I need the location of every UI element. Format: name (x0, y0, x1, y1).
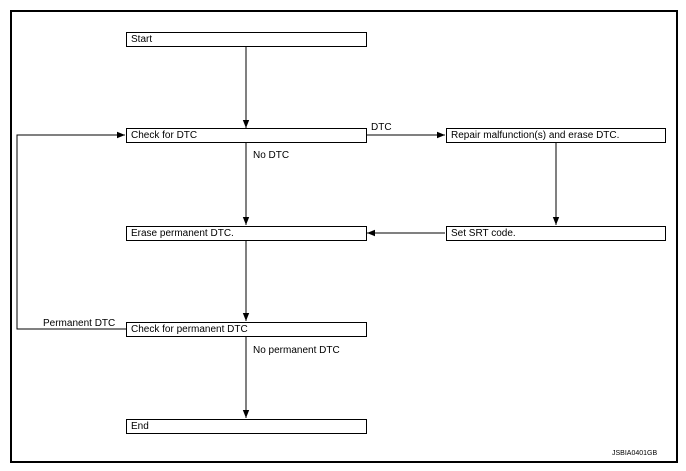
label-no-permanent-dtc: No permanent DTC (253, 345, 340, 356)
erase-permanent-box: Erase permanent DTC. (126, 226, 367, 241)
arrow-loop-back-to-check (16, 131, 126, 330)
check-dtc-box: Check for DTC (126, 128, 367, 143)
label-no-dtc: No DTC (253, 150, 290, 161)
check-permanent-box: Check for permanent DTC (126, 322, 367, 337)
end-box: End (126, 419, 367, 434)
start-box: Start (126, 32, 367, 47)
label-permanent-dtc: Permanent DTC (43, 318, 116, 329)
repair-box: Repair malfunction(s) and erase DTC. (446, 128, 666, 143)
label-dtc: DTC (371, 122, 392, 133)
figure-code: JSBIA0401GB (612, 450, 658, 457)
set-srt-box: Set SRT code. (446, 226, 666, 241)
